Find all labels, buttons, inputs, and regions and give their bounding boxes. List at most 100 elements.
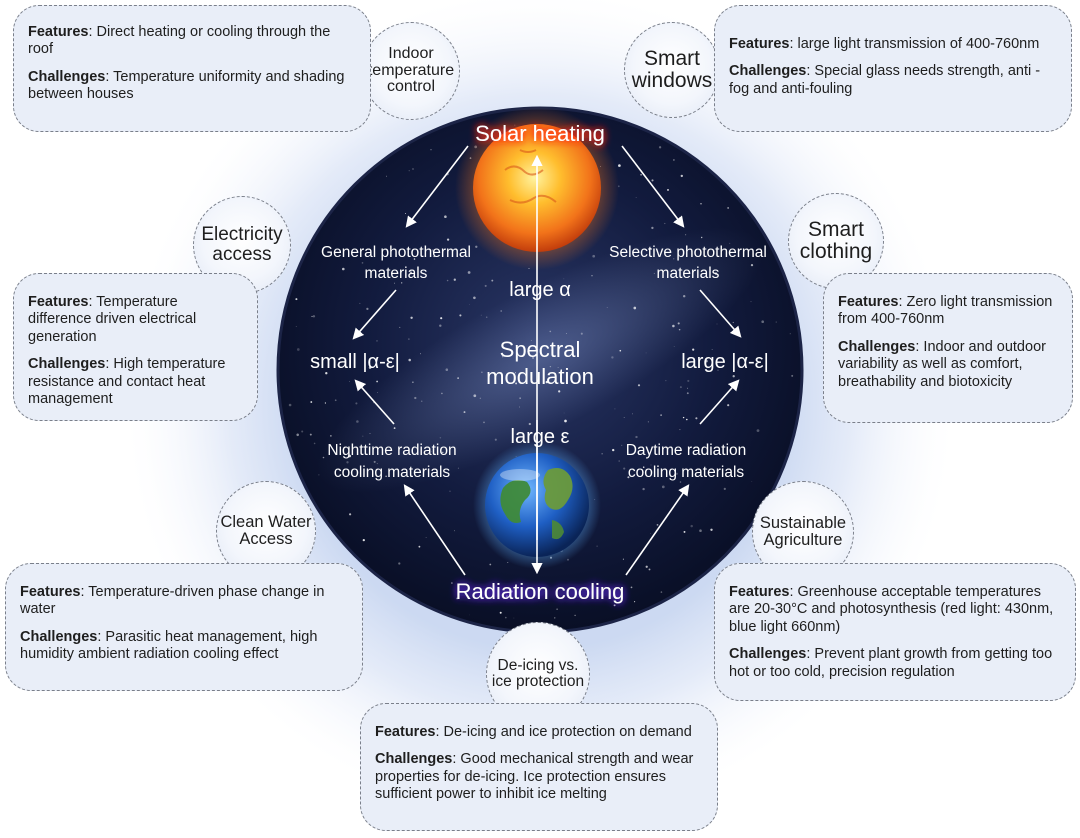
star — [359, 302, 361, 304]
electricity-info-box: Features: Temperature difference driven … — [13, 273, 258, 421]
star — [686, 392, 689, 395]
star — [463, 411, 466, 414]
star — [680, 174, 683, 178]
clean-water-line1: Clean Water — [220, 512, 312, 531]
star — [425, 537, 427, 538]
star — [556, 608, 558, 611]
star — [650, 464, 652, 466]
star — [667, 188, 669, 191]
indoor-line1: Indoor — [388, 44, 434, 62]
star — [318, 474, 320, 476]
star — [710, 528, 713, 531]
star — [483, 421, 485, 424]
star — [446, 279, 449, 282]
star — [385, 475, 387, 477]
star — [376, 340, 378, 342]
general-photothermal-line2: materials — [365, 265, 428, 282]
star — [717, 369, 719, 372]
star — [619, 349, 622, 352]
star — [627, 476, 630, 479]
star — [444, 215, 447, 218]
star — [632, 413, 633, 415]
general-photothermal-line1: General photothermal — [321, 244, 471, 261]
smart-windows-challenges: Challenges: Special glass needs strength… — [729, 63, 1041, 97]
star — [312, 315, 316, 318]
star — [376, 380, 378, 383]
star — [491, 279, 494, 282]
star — [775, 321, 777, 323]
star — [649, 247, 652, 250]
star — [695, 417, 698, 420]
star — [313, 442, 316, 445]
star — [484, 284, 487, 287]
star — [494, 438, 497, 441]
agriculture-line2: Agriculture — [763, 531, 843, 549]
daytime-cooling-line1: Daytime radiation — [626, 442, 747, 459]
smart-clothing-features: Features: Zero light transmission from 4… — [838, 294, 1053, 328]
star — [481, 371, 483, 373]
star — [368, 366, 372, 369]
star — [456, 597, 459, 600]
star — [500, 310, 503, 312]
star — [653, 272, 655, 274]
star — [687, 387, 689, 389]
star — [489, 563, 492, 566]
star — [362, 538, 365, 542]
star — [660, 414, 662, 416]
star — [658, 146, 662, 149]
star — [606, 307, 608, 309]
radiation-cooling-title: Radiation cooling — [456, 579, 625, 604]
star — [679, 386, 682, 389]
star — [618, 460, 620, 462]
star — [699, 529, 702, 532]
star — [513, 617, 515, 619]
star — [431, 249, 435, 252]
star — [566, 333, 567, 334]
star — [288, 403, 292, 407]
deicing-line1: De-icing vs. — [497, 656, 579, 674]
star — [732, 321, 734, 324]
nighttime-cooling-line2: cooling materials — [334, 464, 451, 481]
arrow-to-small-diff — [352, 289, 397, 340]
star — [675, 472, 678, 475]
star — [373, 460, 376, 463]
star — [645, 352, 647, 354]
star — [418, 545, 421, 548]
star — [361, 262, 364, 264]
star — [473, 394, 477, 398]
star — [485, 316, 488, 319]
star — [473, 296, 476, 300]
star — [348, 381, 350, 382]
star — [441, 392, 443, 395]
star — [714, 272, 718, 275]
star — [532, 357, 534, 359]
selective-photothermal-line1: Selective photothermal — [609, 244, 767, 261]
small-diff-label: small |α-ε| — [310, 351, 400, 373]
star — [685, 234, 687, 236]
star — [682, 416, 685, 419]
star — [725, 250, 727, 251]
star — [519, 397, 521, 399]
star — [433, 255, 435, 258]
star — [457, 377, 459, 379]
star — [750, 263, 754, 267]
star — [404, 212, 407, 215]
solar-heating-title: Solar heating — [475, 121, 605, 146]
star — [386, 175, 387, 177]
star — [700, 203, 702, 205]
star — [505, 595, 509, 598]
electricity-line1: Electricity — [201, 224, 283, 246]
star — [322, 456, 325, 459]
star — [442, 451, 444, 454]
star — [672, 324, 675, 328]
star — [449, 490, 451, 492]
star — [394, 282, 395, 284]
indoor-info-box: Features: Direct heating or cooling thro… — [13, 5, 371, 132]
star — [377, 392, 378, 393]
star — [431, 451, 432, 452]
star — [630, 586, 633, 589]
indoor-challenges: Challenges: Temperature uniformity and s… — [28, 68, 345, 103]
